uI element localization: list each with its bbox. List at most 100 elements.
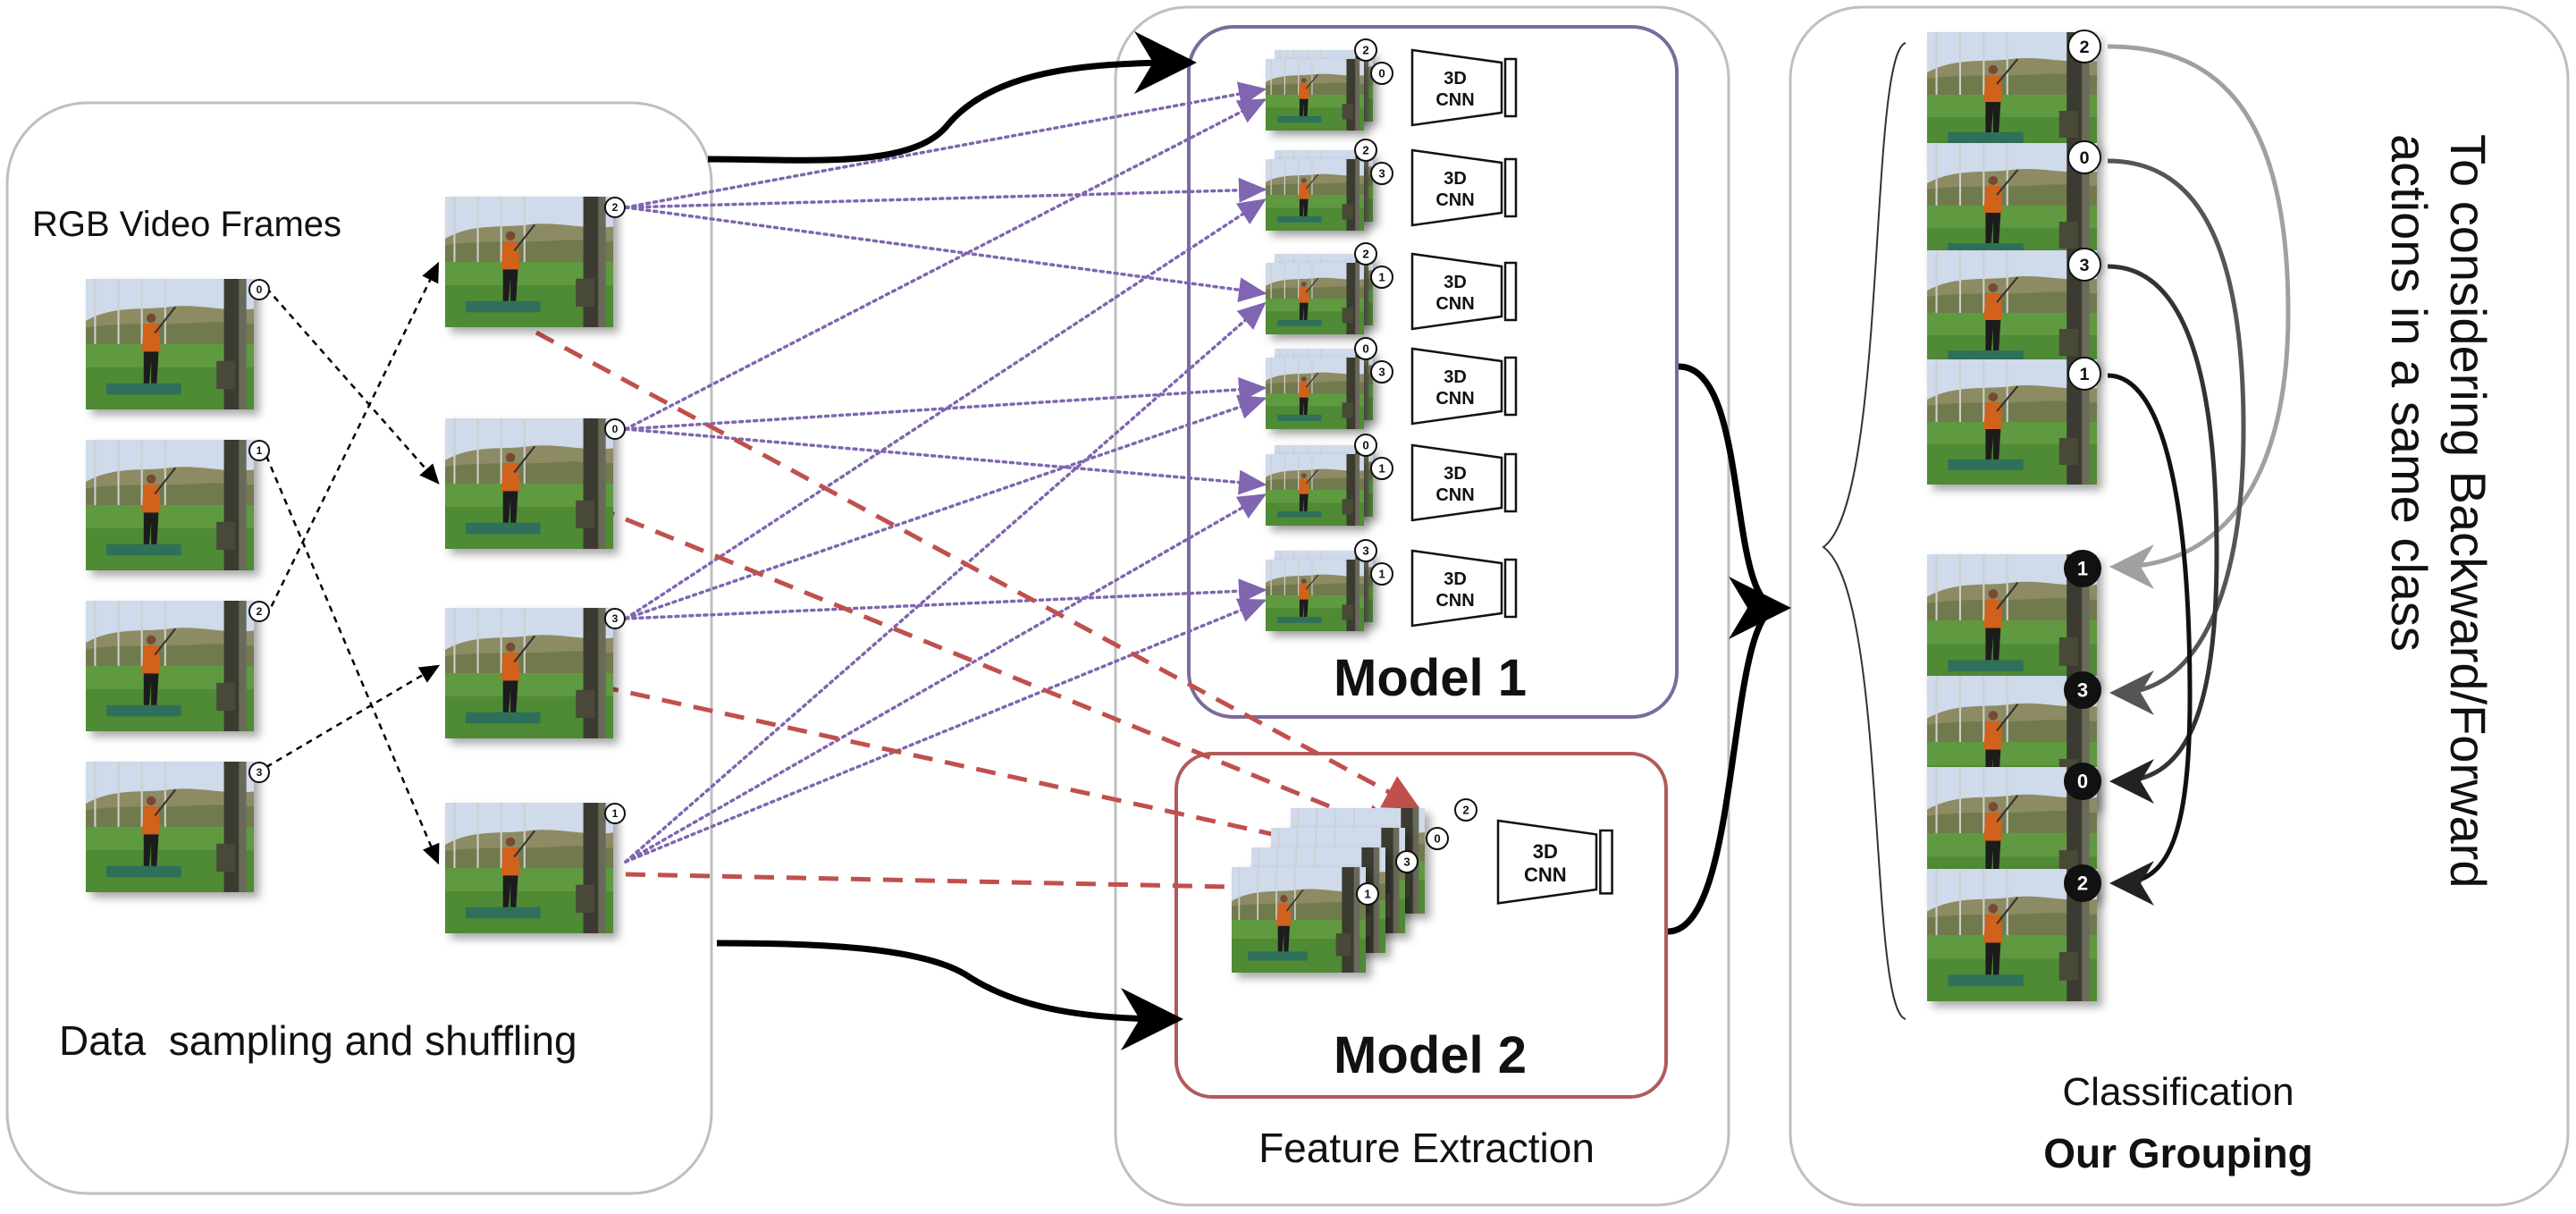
badge-circle (1354, 139, 1377, 162)
cnn-label-line-2: CNN (1435, 90, 1474, 110)
frame-index-badge: 3 (248, 762, 270, 783)
frame-index-badge: 1 (1356, 882, 1379, 906)
badge-label: 0 (1362, 342, 1368, 356)
badge-label: 0 (2079, 148, 2089, 168)
shuffled-frame: 3 (445, 608, 626, 738)
frame-image (86, 762, 254, 892)
model-1-box (1187, 25, 1679, 719)
grouping-arrows (2107, 44, 2291, 906)
badge-label: 1 (1378, 568, 1385, 581)
frame-image (1266, 560, 1364, 631)
badge-label: 3 (1362, 544, 1368, 558)
frame-image (1266, 454, 1364, 526)
pair-arrow (624, 598, 1267, 864)
frame-index-badge: 0 (1354, 434, 1377, 457)
cnn-label-line-1: 3D (1444, 464, 1467, 484)
model-2-label: Model 2 (1334, 1026, 1527, 1084)
badge-circle (248, 762, 270, 783)
cnn-label-line-1: 3D (1444, 569, 1467, 589)
pair-frame-front (1266, 358, 1364, 429)
badge-circle (1370, 266, 1393, 289)
input-frame: 0 (86, 279, 270, 409)
pair-arrow (624, 427, 1267, 495)
frame-pair: 20 (1266, 38, 1393, 131)
grouping-caption: Our Grouping (2043, 1130, 2313, 1176)
frame-pair: 03 (1266, 337, 1393, 429)
grouping-arrow (2107, 264, 2219, 804)
model-1-label: Model 1 (1334, 649, 1527, 707)
frame-index-badge: 1 (604, 803, 626, 824)
classification-caption: Classification (2062, 1070, 2294, 1114)
input-frames: 0 1 2 3 (86, 279, 270, 892)
grouped-frame: 1 (1927, 357, 2101, 485)
pair-arrow (624, 81, 1267, 209)
frame-index-badge: 1 (248, 440, 270, 461)
frame-index-badge: 0 (2064, 763, 2101, 800)
badge-circle (1370, 457, 1393, 480)
flow-arrow-from-model-1 (1678, 363, 1791, 639)
cnn-label-line-1: 3D (1444, 169, 1467, 189)
grouped-frame: 2 (1927, 864, 2101, 1001)
pair-arrow (624, 198, 1267, 620)
pair-arrow (624, 394, 1267, 620)
badge-label: 2 (1362, 144, 1368, 157)
badge-label: 3 (612, 612, 619, 625)
badge-label: 0 (257, 283, 263, 296)
badge-label: 1 (1364, 888, 1370, 901)
frame-index-badge: 1 (2067, 357, 2101, 391)
grouped-frame: 3 (1927, 248, 2101, 375)
badge-circle (1370, 162, 1393, 185)
badge-circle (2064, 671, 2101, 709)
frame-index-badge: 3 (604, 608, 626, 629)
frame-pair: 01 (1266, 434, 1393, 526)
flow-arrow-to-model-1 (707, 31, 1197, 164)
flow-arrow-to-model-2 (716, 940, 1183, 1050)
badge-circle (2067, 30, 2101, 63)
grouped-frame: 0 (1927, 763, 2101, 899)
cnn-label-line-2: CNN (1435, 485, 1474, 505)
frame-index-badge: 0 (604, 418, 626, 440)
badge-circle (604, 418, 626, 440)
frame-index-badge: 0 (1354, 337, 1377, 360)
pair-frame-front (1266, 59, 1364, 131)
frame-image (1232, 867, 1366, 973)
frame-index-badge: 3 (1370, 162, 1393, 185)
badge-label: 3 (2079, 256, 2089, 275)
badge-label: 2 (1362, 248, 1368, 261)
badge-circle (248, 279, 270, 300)
badge-circle (1354, 38, 1377, 62)
cnn-trapezoid (1410, 443, 1503, 522)
model-2-box (1174, 752, 1668, 1099)
badge-label: 0 (1362, 439, 1368, 452)
grouping-arrow (2107, 158, 2246, 715)
flow-arrows (707, 31, 1791, 1050)
frame-image (86, 601, 254, 731)
badge-circle (1370, 562, 1393, 586)
cnn-trapezoid (1410, 148, 1503, 227)
cnn-trapezoid (1496, 819, 1598, 905)
input-frame: 3 (86, 762, 270, 892)
frame-image (445, 418, 613, 549)
badge-label: 0 (612, 423, 619, 435)
cnn-trapezoid (1410, 252, 1503, 331)
frame-image (1266, 59, 1364, 131)
frame-index-badge: 1 (1370, 457, 1393, 480)
frame-index-badge: 3 (1370, 360, 1393, 384)
badge-circle (2064, 864, 2101, 902)
frame-pair: 21 (1266, 242, 1393, 334)
badge-circle (248, 440, 270, 461)
frame-image (445, 608, 613, 738)
badge-circle (1454, 798, 1477, 822)
badge-circle (604, 803, 626, 824)
frame-index-badge: 2 (248, 601, 270, 622)
grouping-arrow (2107, 373, 2193, 906)
stack-arrow (625, 870, 1323, 906)
pair-frame-front (1266, 159, 1364, 231)
